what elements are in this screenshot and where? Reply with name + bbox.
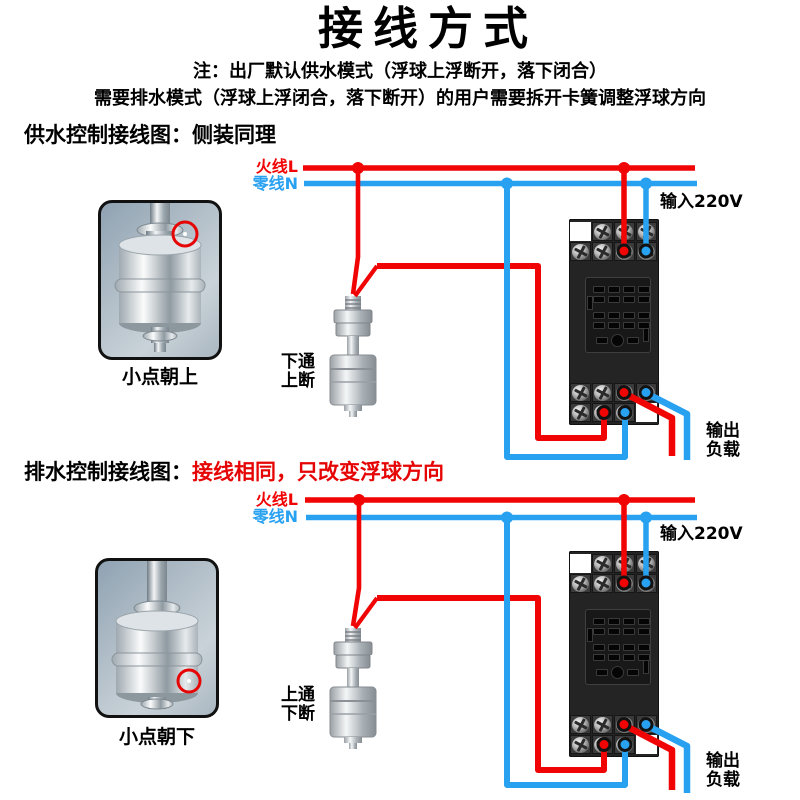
output-line2-2: 负载 (706, 770, 740, 790)
relay-socket-1 (569, 219, 659, 425)
screw-terminal (594, 575, 611, 592)
relay2-terminal-row-4 (570, 735, 657, 754)
neutral-wire-label-1: 零线N (252, 174, 298, 193)
heading-drain-red: 接线相同，只改变浮球方向 (192, 460, 444, 484)
relay1-terminal-row-3 (570, 383, 657, 402)
float-switch-graphic-1 (329, 296, 377, 417)
screw-terminal (594, 223, 611, 240)
blank-terminal (570, 554, 591, 573)
screw-terminal (594, 404, 611, 421)
live-wire-label-1: 火线L (255, 157, 298, 176)
switch-mode-label-2: 上通 下断 (281, 686, 315, 724)
relay1-terminal-row-4 (570, 403, 657, 422)
live-drop-to-float-1 (350, 168, 361, 295)
switch-mode-line2-2: 下断 (281, 704, 315, 724)
blank-terminal (636, 735, 657, 754)
float-switch-graphic-2 (329, 628, 377, 749)
output-line1-2: 输出 (706, 751, 740, 771)
float-photo-dot-down (95, 558, 219, 718)
screw-terminal (572, 575, 589, 592)
output-line1-1: 输出 (706, 421, 740, 441)
input-220v-label-2: 输入220V (660, 524, 743, 544)
relay1-terminal-row-1 (570, 222, 657, 241)
switch-mode-line1-1: 下通 (281, 352, 315, 372)
screw-terminal (594, 243, 611, 260)
screw-terminal (638, 223, 655, 240)
note-line-1: 注：出厂默认供水模式（浮球上浮断开，落下闭合） (193, 61, 607, 82)
screw-terminal (616, 736, 633, 753)
small-dot-marker-circle-2 (176, 668, 202, 694)
relay1-terminal-row-2 (570, 242, 657, 261)
screw-terminal (638, 716, 655, 733)
output-load-label-1: 输出 负载 (706, 422, 740, 460)
screw-terminal (572, 716, 589, 733)
switch-mode-line2-1: 上断 (281, 371, 315, 391)
relay1-pin-socket (585, 277, 651, 353)
screw-terminal (594, 736, 611, 753)
switch-mode-line1-2: 上通 (281, 685, 315, 705)
switch-mode-label-1: 下通 上断 (281, 353, 315, 391)
input-220v-label-1: 输入220V (660, 192, 743, 212)
float-photo-drawing-1 (114, 203, 206, 352)
screw-terminal (572, 404, 589, 421)
float-photo-dot-up (98, 200, 222, 360)
section-heading-supply: 供水控制接线图：侧装同理 (24, 123, 276, 148)
live-wire-label-2: 火线L (255, 490, 298, 509)
screw-terminal (616, 223, 633, 240)
screw-terminal (594, 384, 611, 401)
screw-terminal (572, 384, 589, 401)
output-line2-1: 负载 (706, 440, 740, 460)
screw-terminal (616, 243, 633, 260)
live-drop-to-float-2 (350, 500, 362, 627)
note-line-2: 需要排水模式（浮球上浮闭合，落下断开）的用户需要拆开卡簧调整浮球方向 (94, 88, 706, 109)
blank-terminal (570, 222, 591, 241)
screw-terminal (594, 555, 611, 572)
heading-drain-black: 排水控制接线图： (24, 460, 192, 484)
screw-terminal (572, 736, 589, 753)
screw-terminal (616, 384, 633, 401)
screw-terminal (638, 243, 655, 260)
neutral-wire-label-2: 零线N (252, 507, 298, 526)
relay2-terminal-row-3 (570, 715, 657, 734)
relay2-pin-socket (585, 609, 651, 685)
screw-terminal (638, 575, 655, 592)
center-hole (611, 334, 624, 347)
blank-terminal (636, 403, 657, 422)
page-title: 接线方式 (317, 2, 538, 55)
relay-socket-2 (569, 551, 659, 757)
screw-terminal (616, 716, 633, 733)
relay2-terminal-row-1 (570, 554, 657, 573)
screw-terminal (638, 384, 655, 401)
center-hole (611, 666, 624, 679)
screw-terminal (638, 555, 655, 572)
output-load-label-2: 输出 负载 (706, 752, 740, 790)
float-lead-1 (353, 264, 379, 298)
section-heading-drain: 排水控制接线图：接线相同，只改变浮球方向 (24, 460, 444, 485)
heading-supply-black: 供水控制接线图：侧装同理 (24, 123, 276, 147)
float-photo-drawing-2 (111, 561, 203, 710)
screw-terminal (572, 243, 589, 260)
screw-terminal (594, 716, 611, 733)
photo-caption-1: 小点朝上 (121, 366, 198, 388)
small-dot-marker-circle-1 (171, 220, 199, 248)
screw-terminal (616, 404, 633, 421)
float-lead-2 (353, 596, 379, 630)
screw-terminal (616, 555, 633, 572)
relay2-terminal-row-2 (570, 574, 657, 593)
photo-caption-2: 小点朝下 (118, 726, 195, 748)
screw-terminal (616, 575, 633, 592)
